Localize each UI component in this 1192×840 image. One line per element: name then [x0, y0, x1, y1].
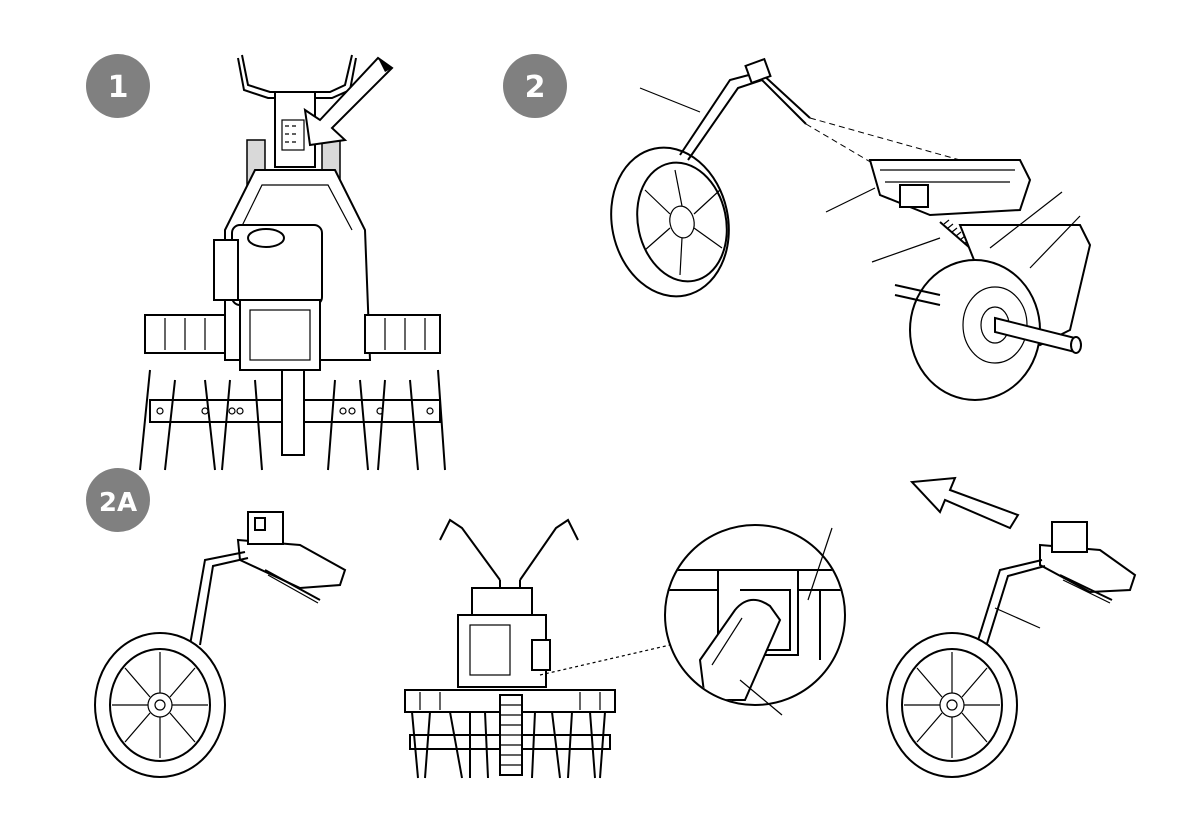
arrow-icon: [912, 478, 1018, 528]
tiller-front-view: [140, 55, 445, 470]
zoom-detail-circle: [665, 525, 855, 715]
step-badge-2a: 2A: [86, 468, 150, 532]
wheel-assembly-exploded: [598, 59, 1090, 400]
wheel-side-view-left: [95, 512, 345, 777]
step-badge-1: 1: [86, 54, 150, 118]
step-badge-2-label: 2: [525, 70, 546, 105]
step-badge-2a-label: 2A: [99, 488, 137, 518]
step-badge-2: 2: [503, 54, 567, 118]
wheel-side-view-right: [887, 522, 1135, 777]
tiller-rear-view: [405, 520, 670, 778]
step-badge-1-label: 1: [108, 70, 129, 105]
